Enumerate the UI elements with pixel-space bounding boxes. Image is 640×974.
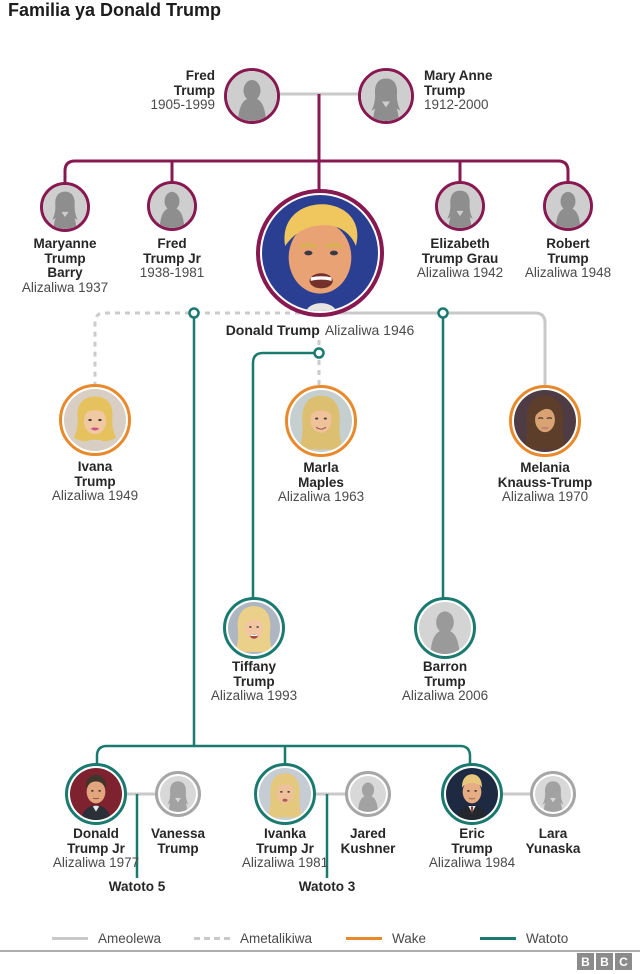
divorced-lines [93,311,321,387]
melania-avatar [509,385,581,457]
legend-item-wives: Wake [346,931,426,946]
male-silhouette-icon [227,71,277,121]
ivana-trump-photo [64,389,126,451]
donald-jr-avatar [65,763,127,825]
female-silhouette-icon [438,184,482,228]
legend-item-married: Ameolewa [52,931,161,946]
donald-avatar [256,189,384,317]
female-silhouette-icon [160,776,196,812]
donald-trump-photo [262,195,378,311]
legend-item-divorced: Ametalikiwa [194,931,312,946]
barron-avatar [414,597,476,659]
bbc-logo-block: B [577,953,594,970]
maryanne-avatar [40,182,90,232]
melania-photo [514,390,576,452]
watoto-5-label: Watoto 5 [108,879,166,894]
jared-avatar [345,771,391,817]
female-silhouette-icon [43,185,87,229]
legend-label-wives: Wake [392,931,427,946]
legend-label-divorced: Ametalikiwa [240,931,313,946]
vanessa-avatar [155,771,201,817]
marla-maples-photo [290,390,352,452]
bbc-logo: B B C [577,953,632,970]
bbc-logo-block: B [596,953,613,970]
legend-label-married: Ameolewa [98,931,162,946]
mary-anne-avatar [358,68,414,124]
watoto-3-label: Watoto 3 [298,879,356,894]
married-line-icon [52,936,88,940]
fred-sr-avatar [224,68,280,124]
tiffany-photo [228,602,280,654]
children-lines [95,316,472,878]
eric-avatar [441,763,503,825]
bbc-logo-block: C [615,953,632,970]
ivanka-avatar [254,763,316,825]
junction-nodes [188,307,449,359]
donald-jr-photo [70,768,122,820]
male-silhouette-icon [419,602,471,654]
eric-photo [446,768,498,820]
fred-jr-avatar [147,181,197,231]
ivanka-photo [259,768,311,820]
female-silhouette-icon [361,71,411,121]
marla-avatar [285,385,357,457]
male-silhouette-icon [350,776,386,812]
divorced-line-icon [194,936,230,940]
male-silhouette-icon [546,184,590,228]
female-silhouette-icon [535,776,571,812]
married-line-melania [330,311,547,387]
legend-item-children: Watoto [480,931,568,946]
male-silhouette-icon [150,184,194,228]
tiffany-avatar [223,597,285,659]
legend-label-children: Watoto [526,931,569,946]
footer-divider [0,950,640,952]
elizabeth-avatar [435,181,485,231]
page-title: Familia ya Donald Trump [8,0,222,20]
robert-avatar [543,181,593,231]
ivana-avatar [59,384,131,456]
wives-line-icon [346,936,382,940]
lara-avatar [530,771,576,817]
children-line-icon [480,936,516,940]
